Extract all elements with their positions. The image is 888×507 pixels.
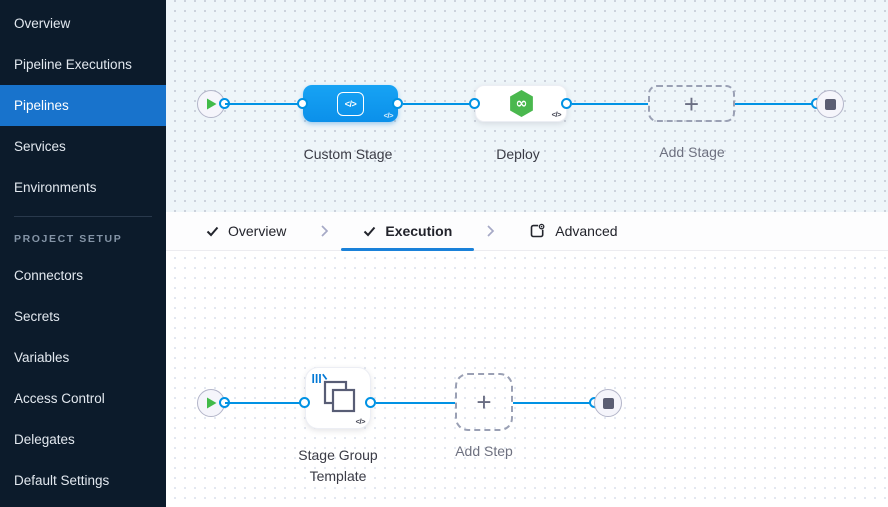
sidebar-item-default-settings[interactable]: Default Settings: [14, 473, 110, 488]
stage-label-deploy: Deploy: [496, 146, 540, 162]
play-icon: [206, 397, 216, 409]
main-area: </> </> ∞ </>: [166, 0, 888, 507]
sidebar-item-secrets[interactable]: Secrets: [14, 309, 60, 324]
stage-tab-bar: Overview Execution: [166, 212, 888, 251]
execution-end-node[interactable]: [594, 389, 622, 417]
chevron-right-icon: [487, 225, 495, 237]
tab-separator: [308, 212, 341, 250]
stage-node-custom-stage[interactable]: </> </>: [303, 85, 398, 122]
template-badge-icon: [312, 373, 328, 383]
sidebar-item-variables[interactable]: Variables: [14, 350, 70, 365]
tab-overview-label: Overview: [228, 223, 287, 239]
pipeline-canvas: </> </> ∞ </>: [166, 0, 888, 212]
sidebar-item-connectors[interactable]: Connectors: [14, 268, 84, 283]
connector-port[interactable]: [297, 98, 308, 109]
sidebar-item-environments[interactable]: Environments: [14, 180, 97, 195]
sidebar-item-services[interactable]: Services: [14, 139, 66, 154]
tab-execution-label: Execution: [385, 223, 453, 239]
sidebar-item-access-control[interactable]: Access Control: [14, 391, 105, 406]
edge-line: [572, 103, 648, 105]
plus-icon: +: [476, 387, 492, 417]
tab-overview[interactable]: Overview: [184, 212, 308, 250]
sidebar-item-delegates[interactable]: Delegates: [14, 432, 75, 447]
sidebar-section-project-setup: PROJECT SETUP: [14, 233, 123, 245]
svg-text:∞: ∞: [515, 96, 527, 112]
execution-canvas: </> + Stage Group Template Add Step: [166, 251, 888, 507]
connector-port[interactable]: [365, 397, 376, 408]
connector-port[interactable]: [299, 397, 310, 408]
code-icon[interactable]: </>: [383, 111, 394, 120]
tab-execution[interactable]: Execution: [341, 212, 475, 251]
add-stage-button[interactable]: +: [648, 85, 735, 122]
check-icon: [206, 226, 219, 236]
edge-line: [376, 402, 455, 404]
code-icon[interactable]: </>: [551, 110, 562, 119]
edge-line: [735, 103, 817, 105]
plus-icon: +: [683, 88, 700, 119]
add-step-button[interactable]: +: [455, 373, 513, 431]
sidebar: Overview Pipeline Executions Pipelines S…: [0, 0, 166, 507]
step-label-stage-group-template: Stage Group Template: [298, 447, 378, 484]
connector-port[interactable]: [392, 98, 403, 109]
edge-line: [225, 402, 305, 404]
sidebar-divider: [14, 216, 152, 217]
custom-stage-icon: </>: [303, 85, 398, 122]
pipeline-end-node[interactable]: [816, 90, 844, 118]
tab-advanced-label: Advanced: [555, 223, 618, 239]
play-icon: [206, 98, 216, 110]
stop-icon: [602, 397, 614, 409]
code-icon[interactable]: </>: [355, 417, 366, 426]
edge-line: [513, 402, 595, 404]
stop-icon: [824, 98, 836, 110]
sidebar-item-pipelines[interactable]: Pipelines: [0, 85, 166, 126]
advanced-settings-icon: [530, 223, 545, 238]
stage-label-custom-stage: Custom Stage: [303, 146, 393, 162]
connector-port[interactable]: [561, 98, 572, 109]
stage-group-icon: [306, 368, 370, 428]
edge-line: [225, 103, 303, 105]
stage-node-deploy[interactable]: ∞ </>: [475, 85, 567, 122]
chevron-right-icon: [321, 225, 329, 237]
deploy-stage-icon: ∞: [476, 86, 566, 121]
check-icon: [364, 226, 376, 236]
stage-label-add-stage: Add Stage: [659, 144, 725, 160]
tab-advanced[interactable]: Advanced: [507, 212, 639, 250]
step-node-stage-group-template[interactable]: </>: [305, 367, 371, 429]
step-label-add-step: Add Step: [455, 443, 513, 459]
connector-port[interactable]: [469, 98, 480, 109]
edge-line: [403, 103, 475, 105]
sidebar-item-pipeline-executions[interactable]: Pipeline Executions: [14, 57, 132, 72]
sidebar-item-overview[interactable]: Overview: [14, 16, 71, 31]
tab-separator: [474, 212, 507, 250]
